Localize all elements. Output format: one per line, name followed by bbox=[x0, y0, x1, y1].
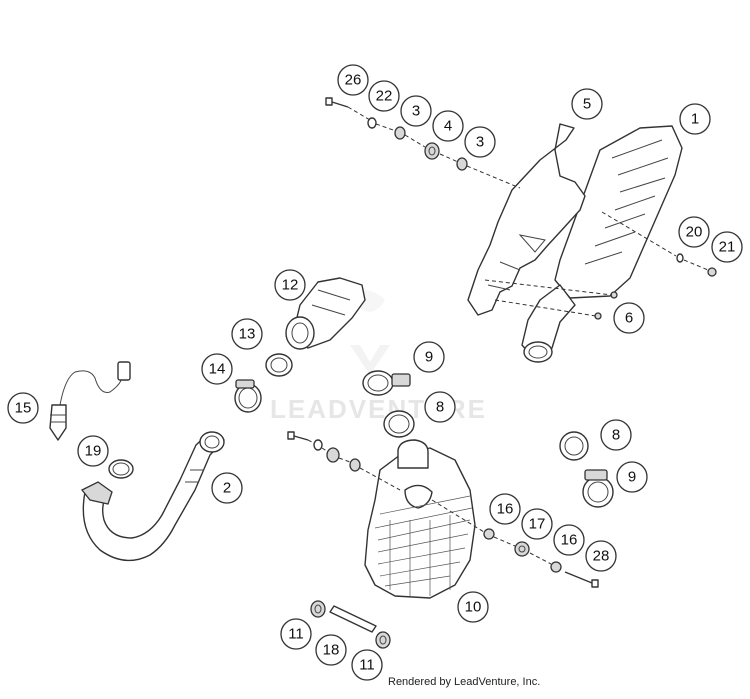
part-grommet-3b[interactable] bbox=[456, 157, 468, 171]
callout-9[interactable]: 9 bbox=[413, 341, 445, 373]
part-washer-16a[interactable] bbox=[483, 528, 495, 540]
callout-9-second[interactable]: 9 bbox=[616, 461, 648, 493]
svg-text:4: 4 bbox=[444, 118, 452, 135]
leader-6 bbox=[484, 279, 613, 317]
callout-26[interactable]: 26 bbox=[337, 64, 369, 96]
svg-text:1: 1 bbox=[691, 111, 699, 128]
svg-text:20: 20 bbox=[686, 224, 703, 241]
part-muffler[interactable] bbox=[521, 125, 683, 363]
leader-center-bolt bbox=[307, 439, 401, 491]
part-gasket-ring-19[interactable] bbox=[108, 459, 134, 479]
svg-text:14: 14 bbox=[209, 361, 226, 378]
part-nut-21[interactable] bbox=[707, 267, 717, 277]
svg-text:9: 9 bbox=[425, 349, 433, 366]
callout-13[interactable]: 13 bbox=[231, 318, 263, 350]
svg-text:22: 22 bbox=[376, 88, 393, 105]
callout-19[interactable]: 19 bbox=[77, 435, 109, 467]
svg-text:11: 11 bbox=[288, 626, 304, 643]
callout-17[interactable]: 17 bbox=[521, 508, 553, 540]
part-grommet-11a[interactable] bbox=[310, 600, 326, 618]
part-spacer-17[interactable] bbox=[514, 541, 530, 557]
callout-20[interactable]: 20 bbox=[678, 216, 710, 248]
svg-text:6: 6 bbox=[625, 310, 633, 327]
svg-text:8: 8 bbox=[436, 399, 444, 416]
part-clamp-9b[interactable] bbox=[582, 469, 614, 508]
part-bolt-28[interactable] bbox=[564, 571, 599, 588]
callout-10[interactable]: 10 bbox=[457, 591, 489, 623]
svg-text:17: 17 bbox=[529, 516, 546, 533]
part-header-pipe[interactable] bbox=[80, 431, 225, 562]
part-bolt-26[interactable] bbox=[325, 97, 349, 108]
svg-text:3: 3 bbox=[476, 134, 484, 151]
part-oxygen-sensor[interactable] bbox=[49, 361, 131, 441]
svg-text:28: 28 bbox=[593, 548, 610, 565]
callout-15[interactable]: 15 bbox=[7, 392, 39, 424]
part-heat-shield[interactable] bbox=[467, 123, 586, 316]
part-washer-20[interactable] bbox=[676, 253, 684, 263]
part-spacer-4[interactable] bbox=[424, 142, 440, 160]
callout-16-second[interactable]: 16 bbox=[553, 524, 585, 556]
part-gasket-ring-8a[interactable] bbox=[383, 410, 415, 438]
svg-text:18: 18 bbox=[323, 642, 340, 659]
leader-top-bolt bbox=[347, 106, 521, 189]
callout-16[interactable]: 16 bbox=[489, 493, 521, 525]
svg-text:16: 16 bbox=[561, 532, 578, 549]
part-grommet-11b[interactable] bbox=[375, 631, 391, 649]
callout-2[interactable]: 2 bbox=[211, 472, 243, 504]
leader-20-21 bbox=[601, 211, 709, 271]
callout-12[interactable]: 12 bbox=[274, 269, 306, 301]
part-clamp-9a[interactable] bbox=[362, 370, 411, 396]
render-credit: Rendered by LeadVenture, Inc. bbox=[388, 676, 541, 688]
svg-text:8: 8 bbox=[612, 427, 620, 444]
part-catalytic-converter[interactable] bbox=[285, 277, 366, 350]
part-clamp-14[interactable] bbox=[234, 379, 262, 413]
part-washer-16b[interactable] bbox=[550, 561, 562, 573]
callout-3[interactable]: 3 bbox=[400, 95, 432, 127]
svg-text:11: 11 bbox=[359, 657, 375, 674]
svg-text:3: 3 bbox=[412, 103, 420, 120]
svg-text:26: 26 bbox=[345, 72, 362, 89]
svg-text:13: 13 bbox=[239, 326, 256, 343]
part-gasket-ring-13[interactable] bbox=[265, 353, 293, 377]
part-grommet-3a[interactable] bbox=[394, 126, 406, 140]
callout-18[interactable]: 18 bbox=[315, 634, 347, 666]
svg-text:10: 10 bbox=[465, 599, 482, 616]
callout-11[interactable]: 11 bbox=[280, 618, 312, 650]
svg-text:19: 19 bbox=[85, 443, 102, 460]
svg-text:5: 5 bbox=[583, 96, 591, 113]
svg-text:9: 9 bbox=[628, 469, 636, 486]
callout-14[interactable]: 14 bbox=[201, 353, 233, 385]
callout-8-second[interactable]: 8 bbox=[600, 419, 632, 451]
callout-8[interactable]: 8 bbox=[424, 391, 456, 423]
part-bolt-center[interactable] bbox=[287, 431, 361, 472]
callout-1[interactable]: 1 bbox=[679, 103, 711, 135]
callout-4[interactable]: 4 bbox=[432, 110, 464, 142]
callout-11-second[interactable]: 11 bbox=[351, 649, 383, 681]
callout-3-second[interactable]: 3 bbox=[464, 126, 496, 158]
part-pre-silencer[interactable] bbox=[364, 439, 476, 599]
part-washer-22[interactable] bbox=[367, 117, 377, 129]
svg-text:16: 16 bbox=[497, 501, 514, 518]
callout-21[interactable]: 21 bbox=[711, 231, 743, 263]
callout-28[interactable]: 28 bbox=[585, 540, 617, 572]
callout-22[interactable]: 22 bbox=[368, 80, 400, 112]
part-gasket-ring-8b[interactable] bbox=[559, 431, 589, 461]
callout-5[interactable]: 5 bbox=[571, 88, 603, 120]
svg-text:21: 21 bbox=[719, 239, 736, 256]
leader-lower-bolt bbox=[431, 499, 552, 565]
svg-text:15: 15 bbox=[15, 400, 32, 417]
svg-text:12: 12 bbox=[282, 277, 299, 294]
callout-6[interactable]: 6 bbox=[613, 302, 645, 334]
part-sleeve-18[interactable] bbox=[329, 605, 377, 633]
svg-text:2: 2 bbox=[223, 480, 231, 497]
